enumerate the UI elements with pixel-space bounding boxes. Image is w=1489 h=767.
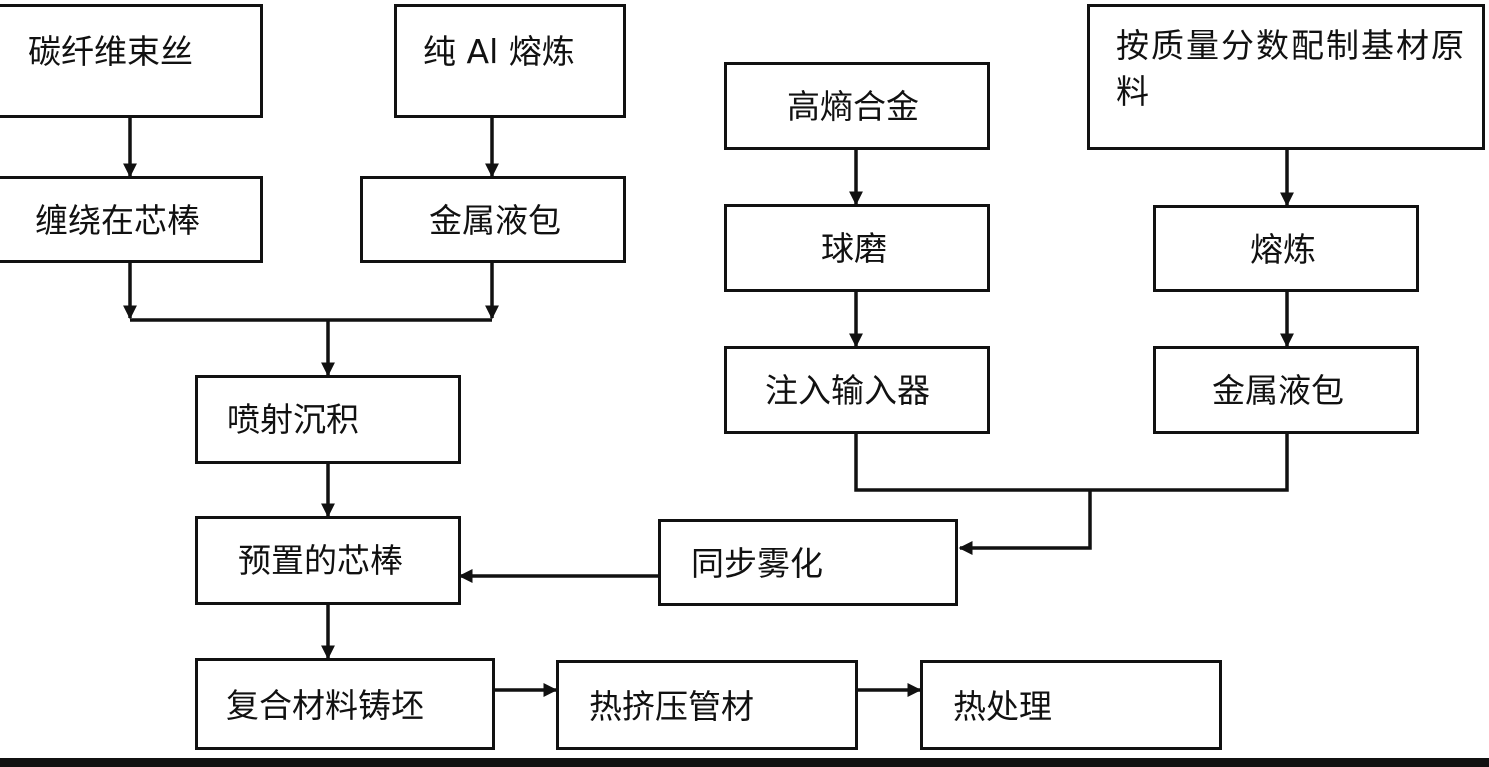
- node-wind-on-mandrel: 缠绕在芯棒: [0, 176, 263, 263]
- arrow-merge-to-atomization: [958, 490, 1092, 555]
- node-label: 预置的芯棒: [238, 541, 403, 580]
- node-label: 复合材料铸坯: [226, 686, 424, 725]
- node-ball-milling: 球磨: [724, 204, 990, 292]
- page-bottom-rule: [0, 758, 1489, 767]
- node-high-entropy-alloy: 高熵合金: [724, 62, 990, 150]
- node-label: 球磨: [821, 229, 887, 268]
- node-label: 金属液包: [429, 201, 561, 240]
- node-composite-billet: 复合材料铸坯: [195, 658, 495, 750]
- node-spray-deposition: 喷射沉积: [195, 375, 461, 464]
- node-label: 缠绕在芯棒: [35, 201, 200, 240]
- node-label: 喷射沉积: [227, 400, 359, 439]
- node-pure-al-melting: 纯 Al 熔炼: [394, 4, 626, 118]
- node-label: 热处理: [953, 687, 1052, 726]
- node-preset-mandrel: 预置的芯棒: [195, 516, 461, 605]
- node-metal-ladle-right: 金属液包: [1153, 346, 1419, 434]
- merge-line-right: [854, 434, 1289, 492]
- node-prepare-raw-materials: 按质量分数配制基材原料: [1087, 4, 1485, 150]
- node-sync-atomization: 同步雾化: [658, 519, 958, 606]
- node-hot-extrusion-tube: 热挤压管材: [556, 660, 858, 750]
- node-inject-into-feeder: 注入输入器: [724, 346, 990, 434]
- node-label: 碳纤维束丝: [28, 32, 193, 71]
- node-label: 金属液包: [1212, 371, 1344, 410]
- node-label: 热挤压管材: [589, 687, 754, 726]
- node-carbon-fiber: 碳纤维束丝: [0, 4, 263, 118]
- node-label: 按质量分数配制基材原料: [1116, 26, 1466, 111]
- node-label: 纯 Al 熔炼: [423, 32, 575, 71]
- node-heat-treatment: 热处理: [920, 660, 1222, 750]
- node-label: 注入输入器: [765, 371, 930, 410]
- node-metal-ladle-left: 金属液包: [360, 176, 626, 263]
- node-label: 同步雾化: [691, 544, 823, 583]
- node-melting: 熔炼: [1153, 205, 1419, 292]
- node-label: 高熵合金: [787, 87, 919, 126]
- node-label: 熔炼: [1250, 230, 1316, 269]
